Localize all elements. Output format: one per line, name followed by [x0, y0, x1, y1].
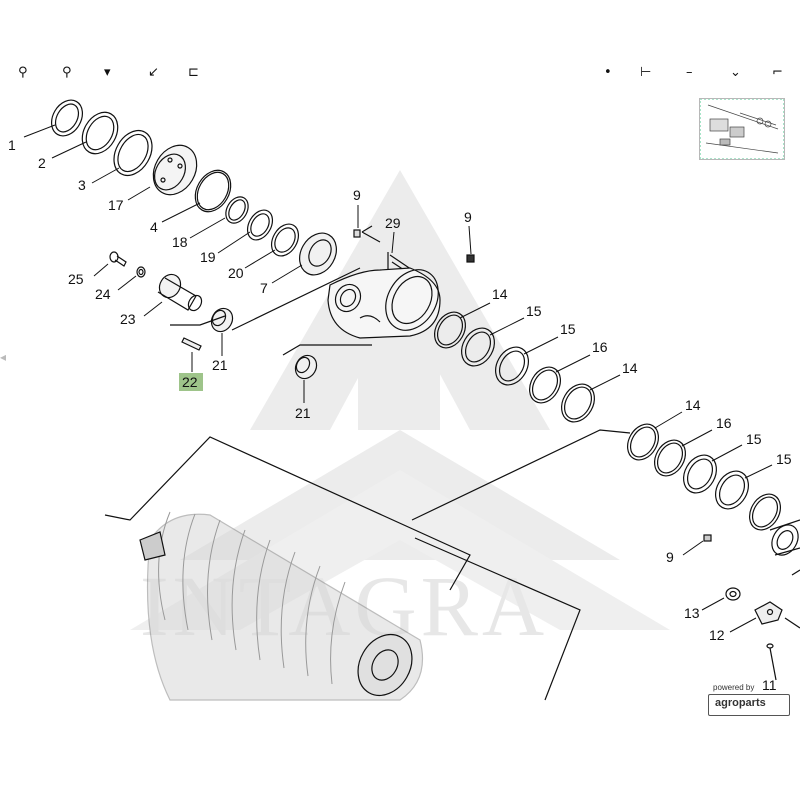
part-21-bushing-lower[interactable]	[291, 352, 320, 383]
part-15-ring[interactable]	[455, 322, 501, 372]
part-21-bushing[interactable]	[207, 305, 236, 336]
label-leaders	[23, 124, 773, 633]
label-25[interactable]: 25	[68, 271, 84, 287]
bracket-line-right-lower	[414, 537, 581, 701]
label-7[interactable]: 7	[260, 280, 268, 296]
part-12-bracket[interactable]	[754, 601, 800, 629]
agroparts-logo: agroparts	[708, 694, 790, 716]
leader-9a	[361, 225, 381, 243]
label-14-c[interactable]: 14	[685, 397, 701, 413]
part-22-pin[interactable]	[181, 337, 202, 351]
close-icon[interactable]: ⌐	[772, 65, 783, 80]
label-15-b[interactable]: 15	[560, 321, 576, 337]
leader-22-bracket	[170, 315, 226, 326]
thumbnail-preview[interactable]	[699, 98, 785, 160]
label-16[interactable]: 16	[592, 339, 608, 355]
part-9-grease-nipple[interactable]	[353, 229, 361, 238]
powered-by-text: powered by	[713, 683, 755, 692]
label-16-b[interactable]: 16	[716, 415, 732, 431]
part-3-ring[interactable]	[106, 124, 159, 183]
label-14-b[interactable]: 14	[622, 360, 638, 376]
edit-icon[interactable]: ⊢	[640, 65, 652, 80]
chevron-down-icon[interactable]: ⌄	[730, 65, 741, 80]
part-1-snap-ring[interactable]	[45, 95, 88, 142]
pin-icon[interactable]: •	[604, 65, 612, 80]
label-15[interactable]: 15	[526, 303, 542, 319]
agroparts-badge[interactable]: powered by agroparts	[708, 683, 790, 717]
label-9-top[interactable]: 9	[353, 187, 361, 203]
label-9-lower[interactable]: 9	[666, 549, 674, 565]
part-4-o-ring[interactable]	[188, 164, 238, 218]
right-housing-partial[interactable]	[767, 519, 800, 576]
part-24-washer[interactable]	[136, 266, 146, 278]
label-12[interactable]: 12	[709, 627, 725, 643]
leader-bracket-top	[231, 267, 361, 331]
label-14[interactable]: 14	[492, 286, 508, 302]
zoom-out-icon[interactable]: ⚲	[62, 65, 72, 80]
part-16-ring[interactable]	[523, 362, 566, 409]
label-4[interactable]: 4	[150, 219, 158, 235]
part-16-ring-b[interactable]	[648, 435, 691, 482]
part-11-bolt[interactable]	[766, 643, 777, 681]
rotate-icon[interactable]: ▾	[104, 65, 111, 80]
part-9-nipple-lower[interactable]	[703, 534, 712, 542]
roller-drum[interactable]	[139, 511, 424, 705]
label-29[interactable]: 29	[385, 215, 401, 231]
central-bearing-housing[interactable]	[327, 260, 449, 339]
agroparts-brand: agroparts	[715, 697, 766, 709]
viewer-toolbar: ⚲ ⚲ ▾ ↙ ⊏ • ⊢ – ⌄ ⌐	[0, 66, 800, 86]
label-11[interactable]: 11	[762, 677, 777, 693]
part-2-ring[interactable]	[75, 106, 125, 160]
part-17-bearing-housing[interactable]	[145, 137, 206, 202]
label-1[interactable]: 1	[8, 137, 16, 153]
part-15-ring-c[interactable]	[677, 449, 723, 499]
zoom-in-icon[interactable]: ⚲	[18, 65, 28, 80]
download-icon[interactable]: ↙	[148, 65, 159, 80]
label-9-right[interactable]: 9	[464, 209, 472, 225]
part-13-washer[interactable]	[725, 587, 741, 601]
part-14-circlip[interactable]	[428, 307, 471, 354]
part-ring-right-edge[interactable]	[743, 489, 786, 536]
label-21-lower[interactable]: 21	[295, 405, 311, 421]
scroll-left-icon[interactable]: ◂	[0, 350, 7, 364]
label-22-highlight	[179, 373, 203, 391]
label-19[interactable]: 19	[200, 249, 216, 265]
label-13[interactable]: 13	[684, 605, 700, 621]
label-15-c[interactable]: 15	[746, 431, 762, 447]
part-23-pin[interactable]	[155, 271, 204, 313]
bracket-line-left	[104, 436, 471, 591]
label-3[interactable]: 3	[78, 177, 86, 193]
label-17[interactable]: 17	[108, 197, 124, 213]
part-25-bolt[interactable]	[109, 251, 127, 267]
label-24[interactable]: 24	[95, 286, 111, 302]
part-20-ring[interactable]	[266, 219, 304, 260]
part-19-ring[interactable]	[242, 206, 277, 245]
bracket-line-right	[411, 429, 631, 521]
label-2[interactable]: 2	[38, 155, 46, 171]
part-15-ring-d[interactable]	[709, 465, 755, 515]
part-9-grease-nipple-right[interactable]	[466, 254, 475, 263]
label-15-d[interactable]: 15	[776, 451, 792, 467]
label-21[interactable]: 21	[212, 357, 228, 373]
print-icon[interactable]: ⊏	[188, 65, 199, 80]
part-labels: 1 2 3 17 4 18 19 20 7 9 29 9 25 24 23 21…	[8, 137, 792, 693]
part-18-ring[interactable]	[221, 193, 252, 227]
label-18[interactable]: 18	[172, 234, 188, 250]
part-7-bearing[interactable]	[292, 226, 343, 281]
part-15-ring-b[interactable]	[489, 341, 535, 391]
part-14-circlip-c[interactable]	[621, 419, 664, 466]
label-22[interactable]: 22	[182, 374, 198, 390]
minimize-icon[interactable]: –	[686, 65, 693, 80]
leader-bracket-21	[282, 344, 372, 356]
thumbnail-drawing	[699, 98, 785, 160]
label-20[interactable]: 20	[228, 265, 244, 281]
label-23[interactable]: 23	[120, 311, 136, 327]
part-14-circlip-b[interactable]	[555, 378, 601, 428]
